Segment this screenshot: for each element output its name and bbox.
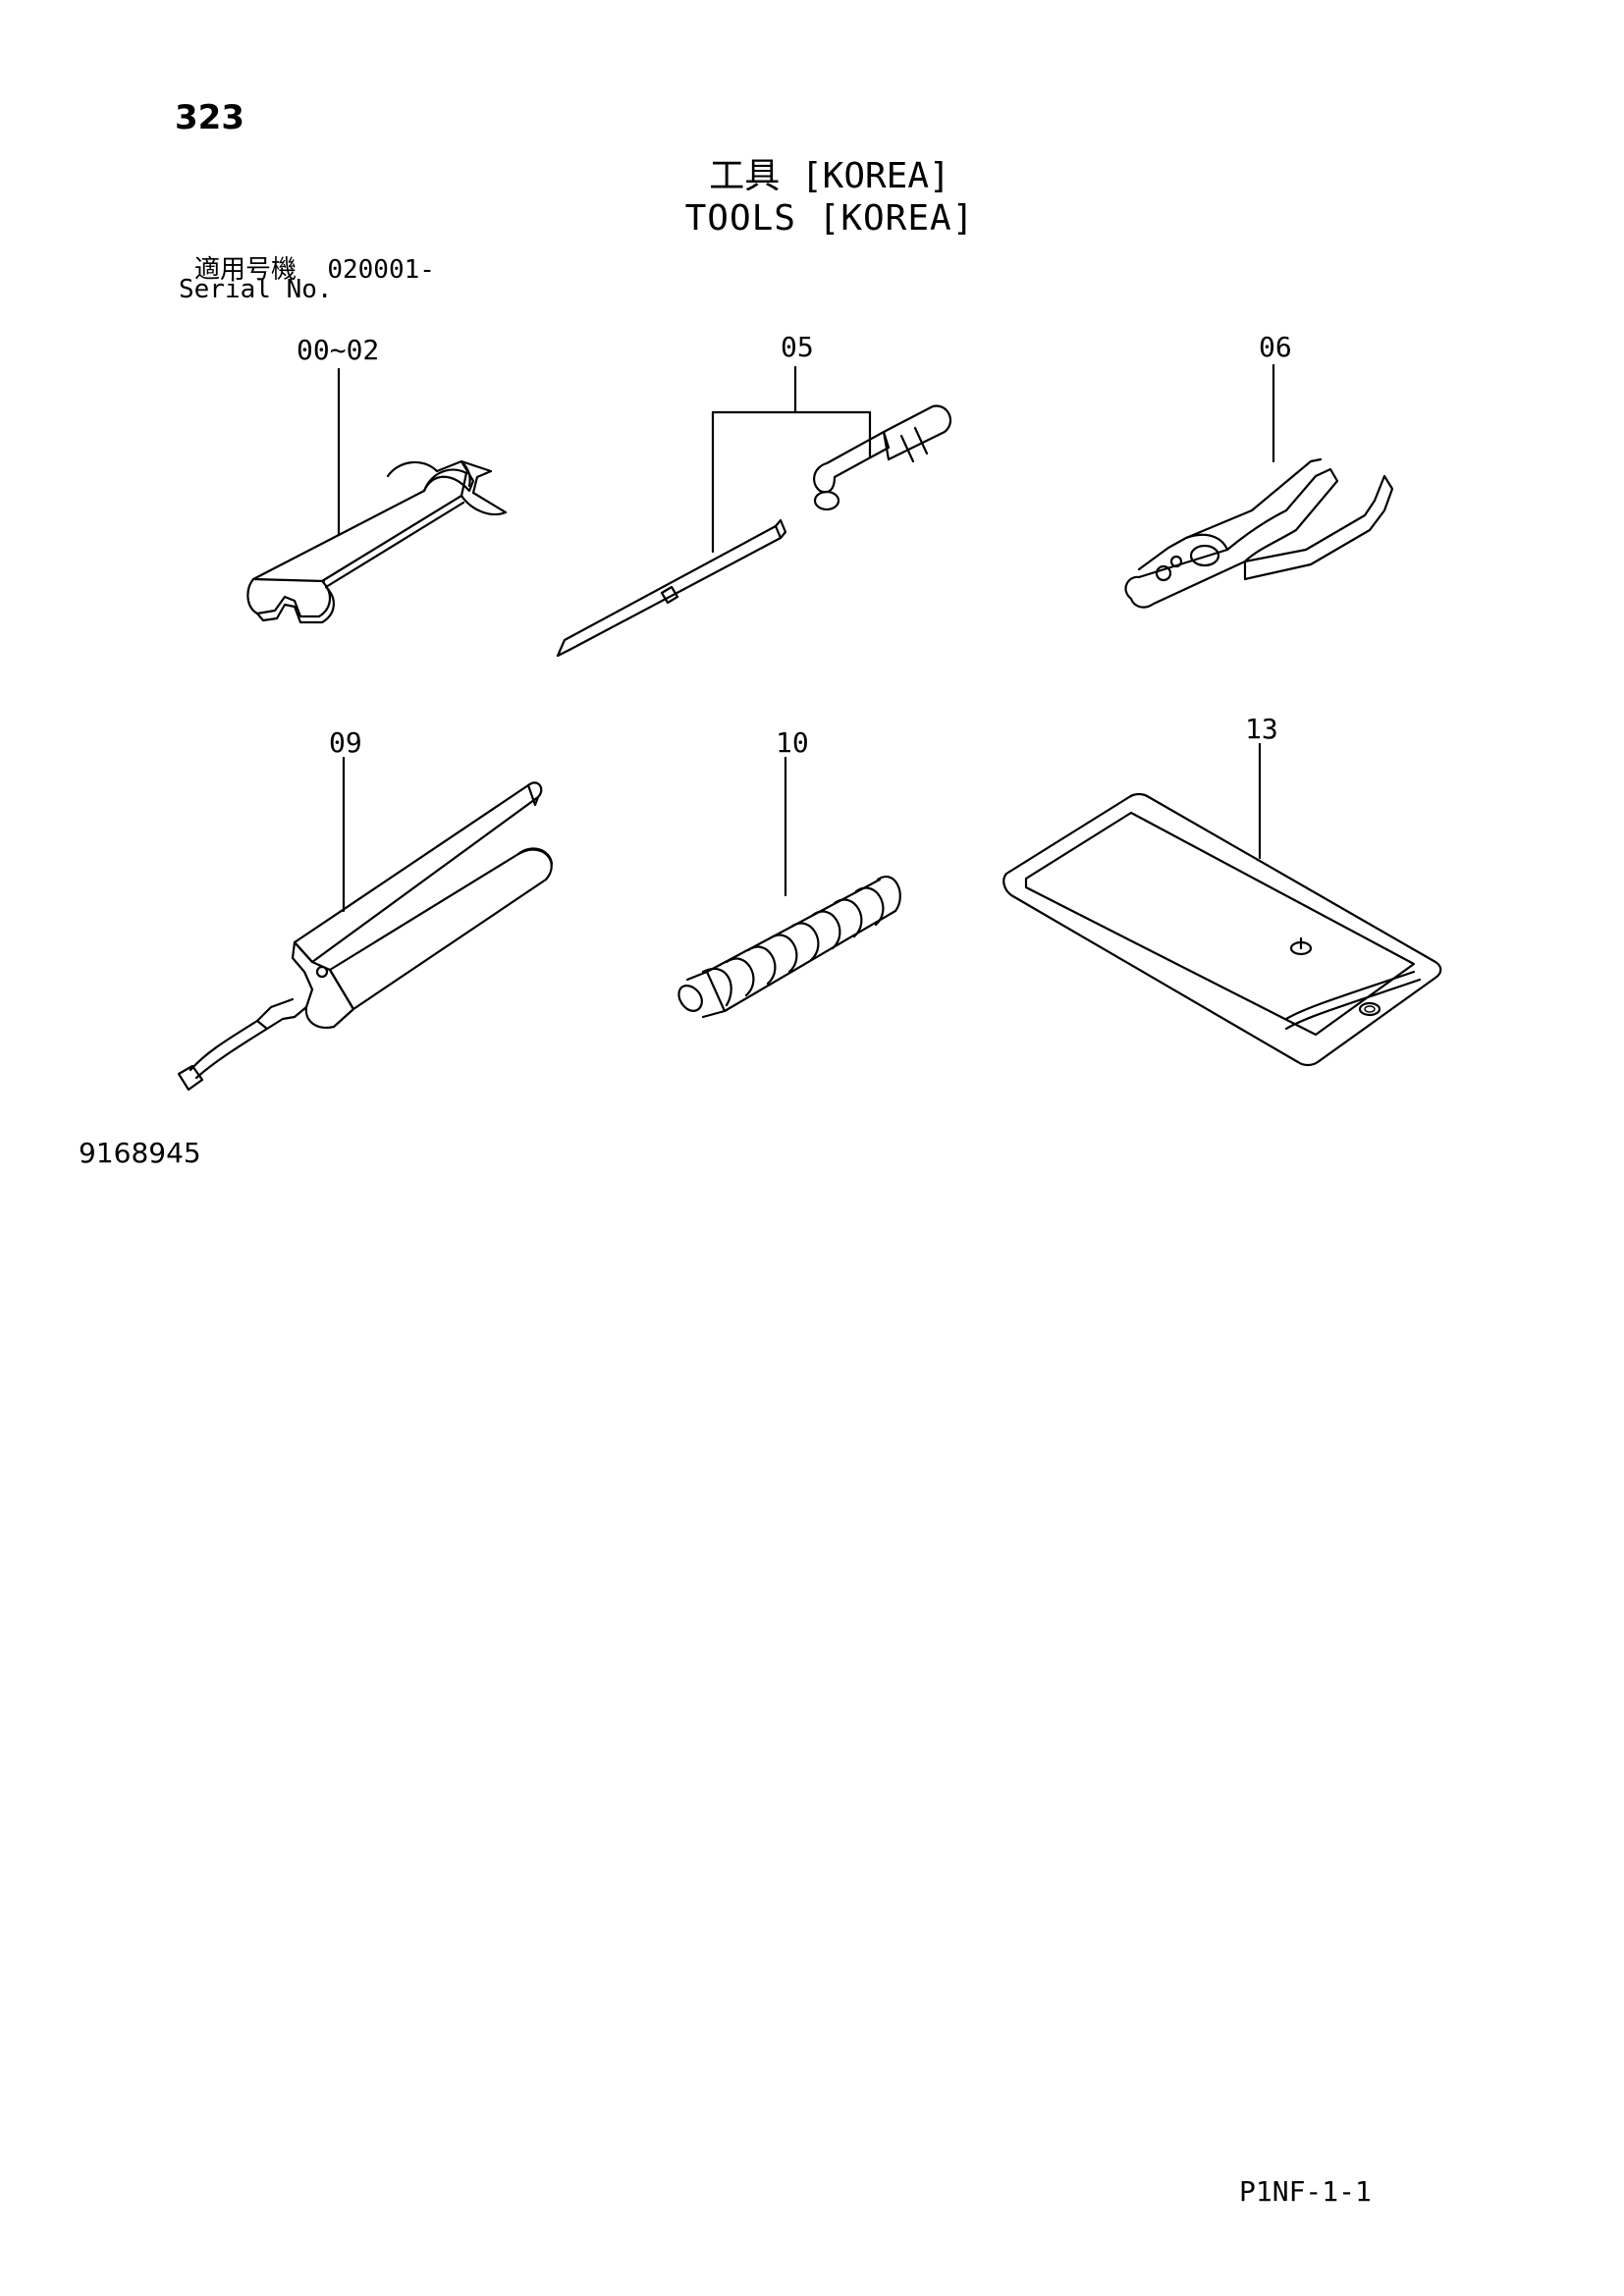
wrench-icon <box>246 367 508 624</box>
part-ref-grease-gun: 09 <box>329 726 362 759</box>
diagram-id: 9168945 <box>79 1137 201 1169</box>
page-code: P1NF-1-1 <box>1239 2175 1372 2208</box>
pliers-icon <box>1124 363 1394 609</box>
serial-label-en: Serial No. <box>179 275 333 304</box>
serial-label-ja: 適用号機 <box>194 255 298 285</box>
part-ref-screwdriver: 05 <box>781 331 814 363</box>
serial-value: 020001- <box>327 255 435 285</box>
grease-nozzle-icon <box>677 756 901 1019</box>
part-ref-wrench: 00~02 <box>297 334 380 366</box>
part-ref-tool-bag: 13 <box>1245 713 1278 745</box>
grease-gun-icon <box>177 756 554 1092</box>
screwdriver-icon <box>556 365 951 658</box>
title-japanese: 工具 [KOREA] <box>709 156 950 196</box>
part-ref-grease-nozzle: 10 <box>776 726 809 759</box>
serial-row: 適用号機 020001- <box>194 249 435 286</box>
tool-bag-icon <box>1002 742 1442 1067</box>
title-english: TOOLS [KOREA] <box>684 198 975 239</box>
part-ref-pliers: 06 <box>1259 331 1292 363</box>
page-number: 323 <box>175 98 244 137</box>
